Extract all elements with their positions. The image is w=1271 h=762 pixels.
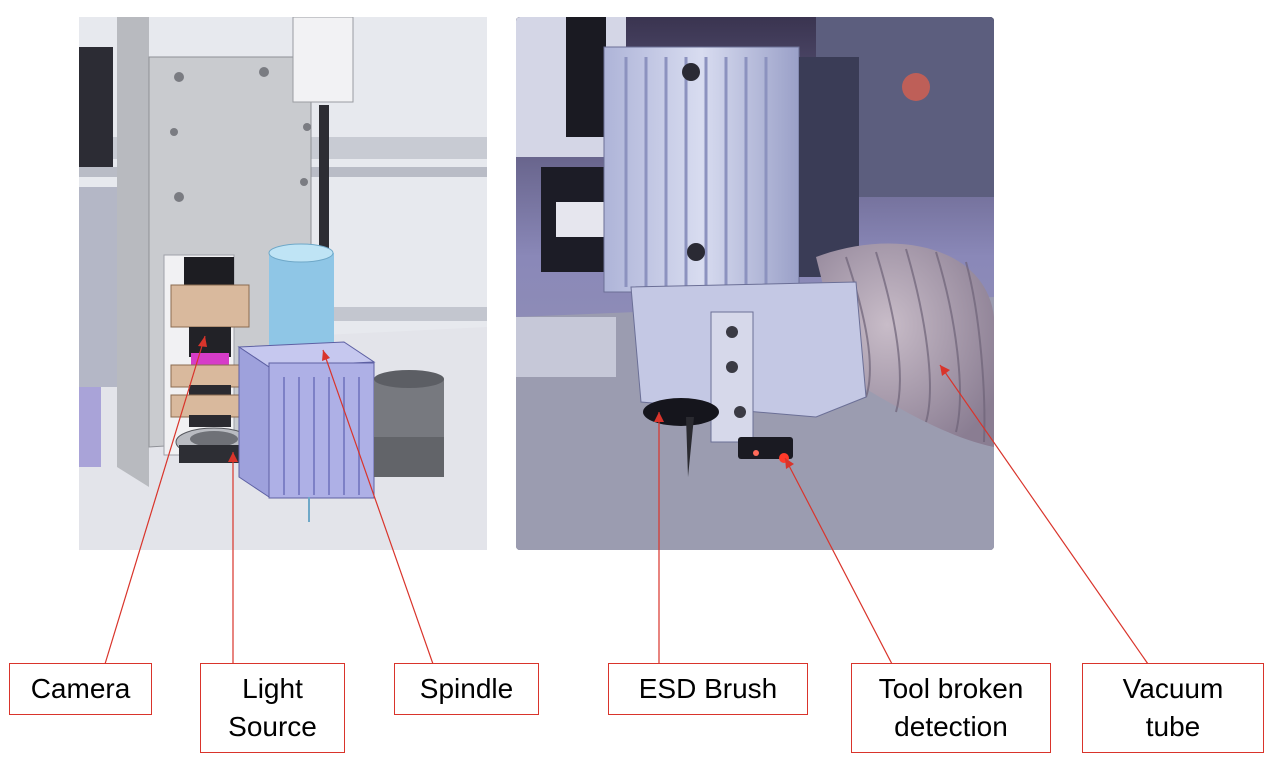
photo-of-spindle-head — [516, 17, 994, 550]
label-light-source: Light Source — [200, 663, 345, 753]
photo-illustration — [516, 17, 994, 550]
label-tool-broken-detection: Tool broken detection — [851, 663, 1051, 753]
cad-rendering — [79, 17, 487, 550]
cad-illustration — [79, 17, 487, 550]
label-vacuum-tube: Vacuum tube — [1082, 663, 1264, 753]
label-esd-brush: ESD Brush — [608, 663, 808, 715]
label-camera: Camera — [9, 663, 152, 715]
label-spindle: Spindle — [394, 663, 539, 715]
